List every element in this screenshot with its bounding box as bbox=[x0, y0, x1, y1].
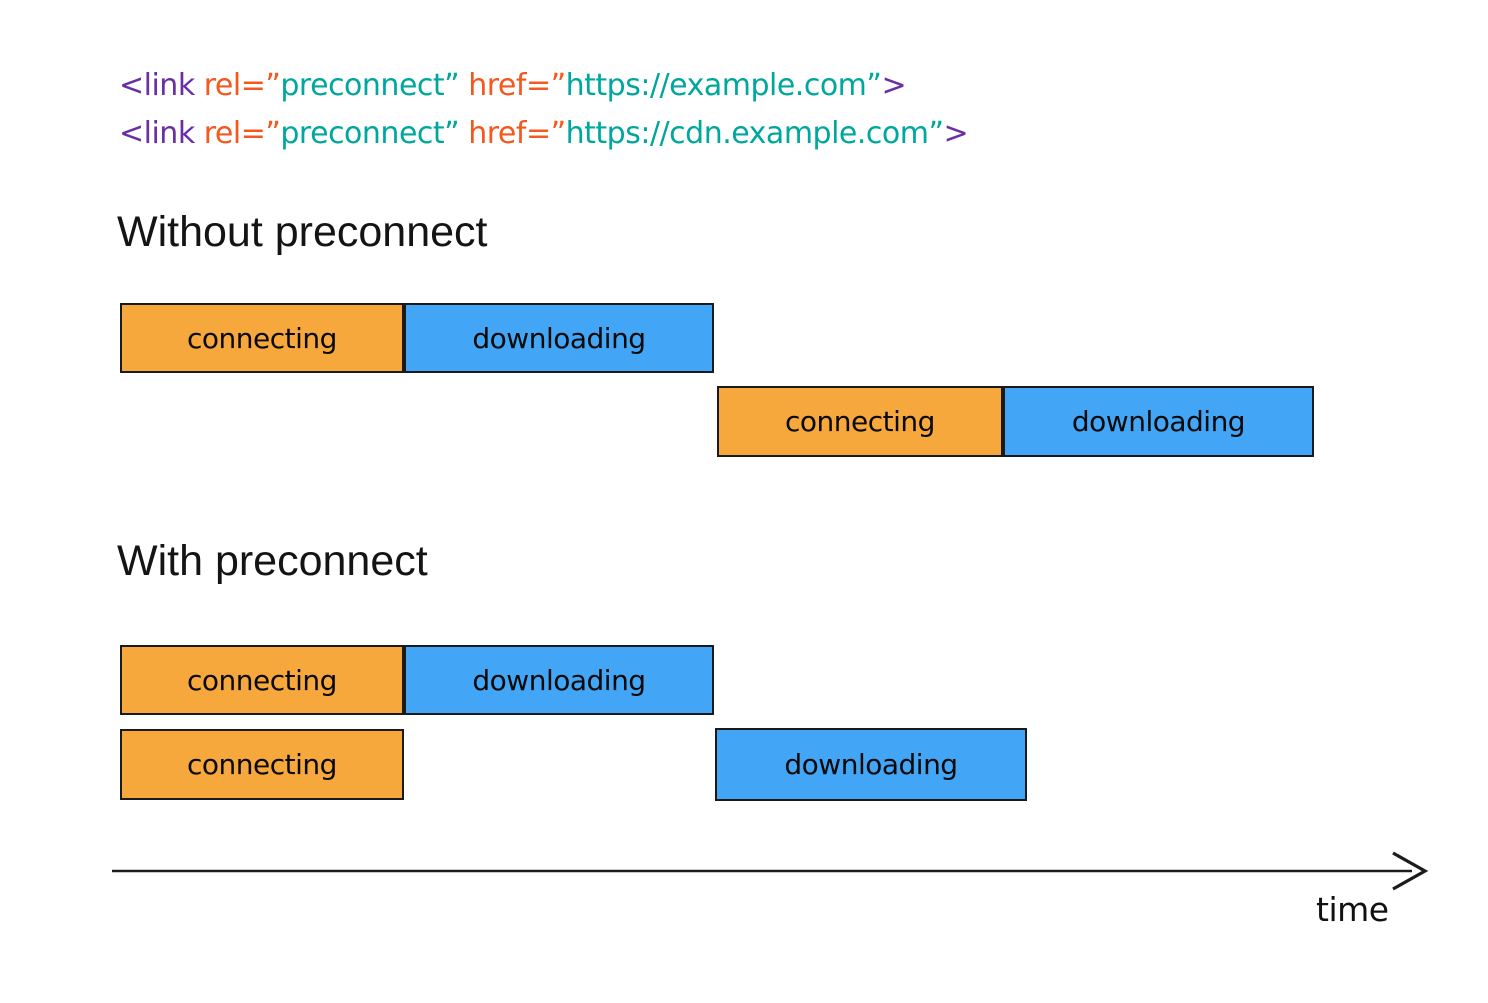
time-axis-label: time bbox=[1316, 890, 1389, 929]
bar-downloading: downloading bbox=[404, 645, 714, 715]
bar-connecting: connecting bbox=[120, 645, 404, 715]
code-token: preconnect” bbox=[280, 116, 460, 151]
bar-downloading: downloading bbox=[1003, 386, 1314, 457]
code-token: > bbox=[943, 116, 969, 151]
bar-label: downloading bbox=[472, 321, 646, 355]
bar-downloading: downloading bbox=[404, 303, 714, 373]
bar-connecting: connecting bbox=[717, 386, 1003, 457]
bar-downloading: downloading bbox=[715, 728, 1027, 801]
code-line-preconnect-example: <link rel=”preconnect” href=”https://exa… bbox=[119, 66, 907, 106]
section-title-with-preconnect: With preconnect bbox=[117, 537, 428, 585]
code-token: rel=” bbox=[194, 68, 281, 103]
code-token: preconnect” bbox=[280, 68, 460, 103]
code-token: href=” bbox=[459, 116, 566, 151]
section-title-without-preconnect: Without preconnect bbox=[117, 208, 488, 256]
bar-connecting: connecting bbox=[120, 729, 404, 800]
bar-label: connecting bbox=[187, 748, 337, 781]
bar-label: downloading bbox=[472, 663, 646, 697]
code-line-preconnect-cdn: <link rel=”preconnect” href=”https://cdn… bbox=[119, 114, 969, 154]
code-token: rel=” bbox=[194, 116, 281, 151]
bar-label: downloading bbox=[1071, 405, 1246, 438]
bar-label: downloading bbox=[784, 748, 958, 781]
bar-label: connecting bbox=[187, 321, 337, 355]
bar-connecting: connecting bbox=[120, 303, 404, 373]
arrow-right-icon bbox=[1392, 851, 1429, 891]
bar-label: connecting bbox=[785, 405, 935, 438]
code-token: https://example.com” bbox=[565, 68, 882, 103]
code-token: https://cdn.example.com” bbox=[565, 116, 944, 151]
code-token: > bbox=[881, 68, 907, 103]
code-token: <link bbox=[119, 116, 195, 151]
code-token: <link bbox=[119, 68, 195, 103]
time-axis bbox=[112, 851, 1429, 891]
code-token: href=” bbox=[459, 68, 566, 103]
bar-label: connecting bbox=[187, 663, 337, 697]
